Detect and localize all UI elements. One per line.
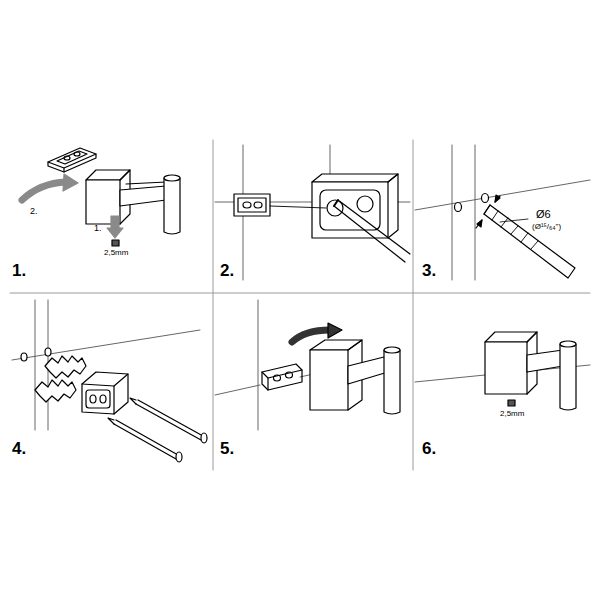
step-number: 2. <box>30 207 38 217</box>
panel-number: 6. <box>422 440 436 459</box>
dimension: 2,5mm <box>104 249 128 258</box>
panel-number: 1. <box>12 262 26 281</box>
dimension: Ø6 <box>536 208 551 220</box>
step-number: 1. <box>94 224 102 234</box>
panel-number: 4. <box>12 440 26 459</box>
dimension: (Ø¹⁵/₆₄") <box>532 223 561 232</box>
panel-number: 2. <box>220 262 234 281</box>
dimension: 2,5mm <box>500 410 524 419</box>
panel-number: 3. <box>422 262 436 281</box>
panel-number: 5. <box>220 440 234 459</box>
